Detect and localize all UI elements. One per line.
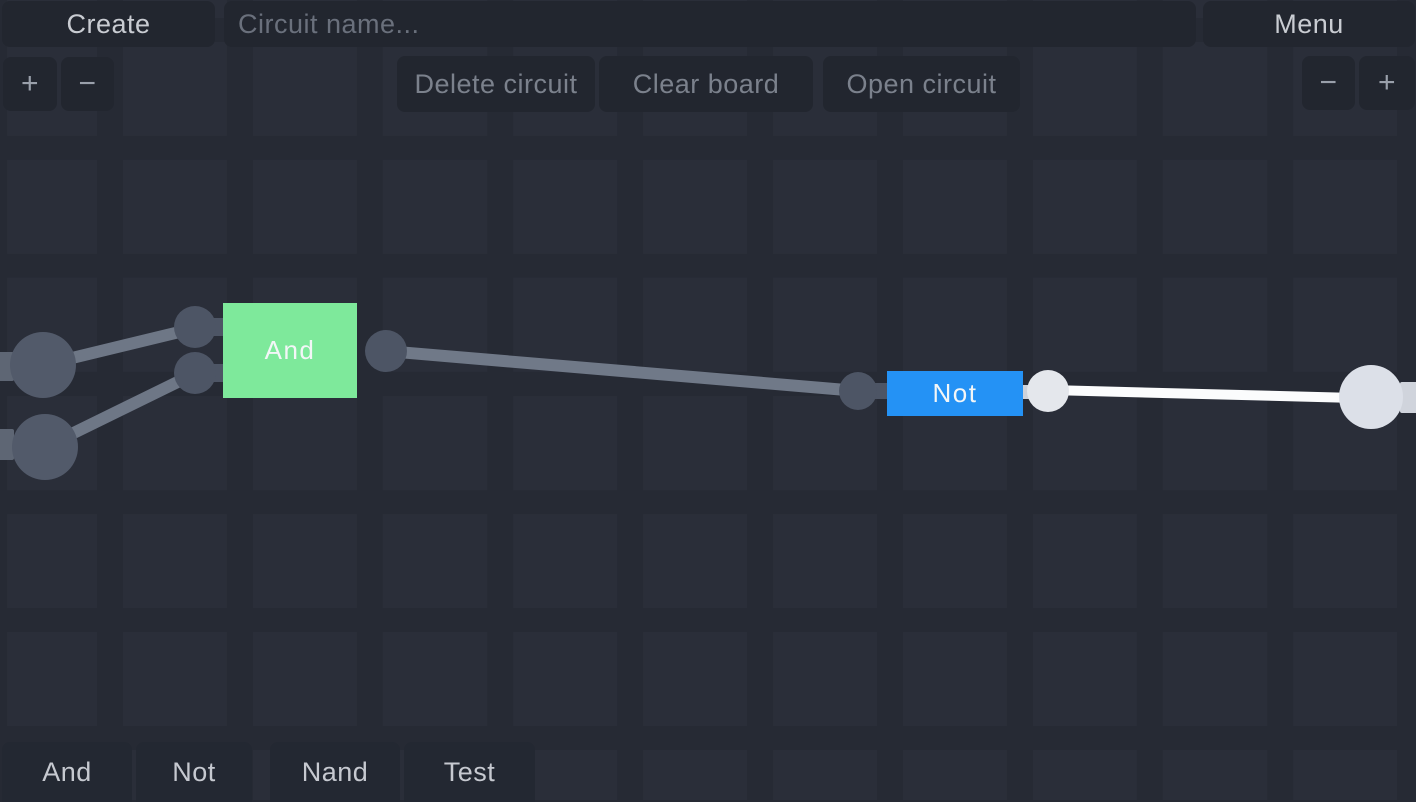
- not-input-pin[interactable]: [839, 372, 877, 410]
- zoom-in-button-left[interactable]: +: [3, 57, 57, 111]
- create-button[interactable]: Create: [2, 1, 215, 47]
- gate-not[interactable]: Not: [887, 371, 1023, 416]
- clear-board-button[interactable]: Clear board: [599, 56, 813, 112]
- and-input-pin-2[interactable]: [174, 352, 216, 394]
- and-output-pin[interactable]: [365, 330, 407, 372]
- wire-not-to-output[interactable]: [1047, 385, 1359, 403]
- zoom-in-button-right[interactable]: +: [1359, 56, 1415, 110]
- palette-item-and[interactable]: And: [2, 742, 132, 802]
- input-b-edge-stub[interactable]: [0, 428, 14, 460]
- circuit-name-input[interactable]: [224, 1, 1196, 47]
- not-output-pin[interactable]: [1027, 370, 1069, 412]
- gate-and[interactable]: And: [223, 303, 357, 398]
- wire-and-to-not[interactable]: [385, 345, 859, 397]
- input-node-a[interactable]: [10, 332, 76, 398]
- output-node[interactable]: [1339, 365, 1403, 429]
- input-node-b[interactable]: [12, 414, 78, 480]
- zoom-out-button-left[interactable]: −: [61, 57, 114, 111]
- and-input-pin-1[interactable]: [174, 306, 216, 348]
- palette-item-nand[interactable]: Nand: [270, 742, 400, 802]
- palette-item-not[interactable]: Not: [136, 742, 252, 802]
- output-edge-stub[interactable]: [1400, 381, 1416, 413]
- zoom-out-button-right[interactable]: −: [1302, 56, 1355, 110]
- open-circuit-button[interactable]: Open circuit: [823, 56, 1020, 112]
- delete-circuit-button[interactable]: Delete circuit: [397, 56, 595, 112]
- menu-button[interactable]: Menu: [1203, 1, 1415, 47]
- palette-item-test[interactable]: Test: [404, 742, 535, 802]
